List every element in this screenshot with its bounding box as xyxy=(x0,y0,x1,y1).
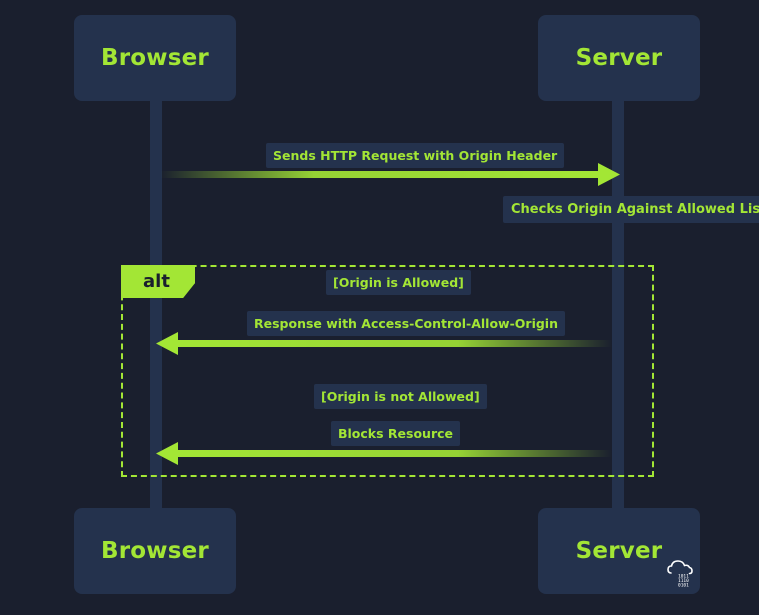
cloud-binary-icon: 1011 1110 0101 xyxy=(667,560,693,589)
server-participant-top-label: Server xyxy=(575,45,663,71)
browser-lifeline xyxy=(150,100,162,510)
request-arrow xyxy=(160,163,620,186)
allowed-condition-label: [Origin is Allowed] xyxy=(326,270,471,295)
block-arrow xyxy=(156,442,612,465)
server-participant-bottom-label: Server xyxy=(575,538,663,564)
svg-text:1011: 1011 xyxy=(678,574,689,580)
allow-response-label: Response with Access-Control-Allow-Origi… xyxy=(247,311,565,336)
alt-tag: alt xyxy=(121,265,195,298)
block-message-label: Blocks Resource xyxy=(331,421,460,446)
svg-text:0101: 0101 xyxy=(678,583,689,589)
browser-participant-bottom: Browser xyxy=(74,508,236,594)
server-check-note: Checks Origin Against Allowed List xyxy=(503,196,759,223)
browser-participant-top-label: Browser xyxy=(101,45,209,71)
browser-participant-top: Browser xyxy=(74,15,236,101)
server-participant-bottom: Server xyxy=(538,508,700,594)
alt-tag-label: alt xyxy=(143,271,170,292)
server-participant-top: Server xyxy=(538,15,700,101)
not-allowed-condition-label: [Origin is not Allowed] xyxy=(314,384,487,409)
svg-text:1110: 1110 xyxy=(678,578,689,584)
browser-participant-bottom-label: Browser xyxy=(101,538,209,564)
request-message-label: Sends HTTP Request with Origin Header xyxy=(266,143,565,168)
allow-response-arrow xyxy=(156,332,612,355)
alt-frame xyxy=(121,265,654,477)
